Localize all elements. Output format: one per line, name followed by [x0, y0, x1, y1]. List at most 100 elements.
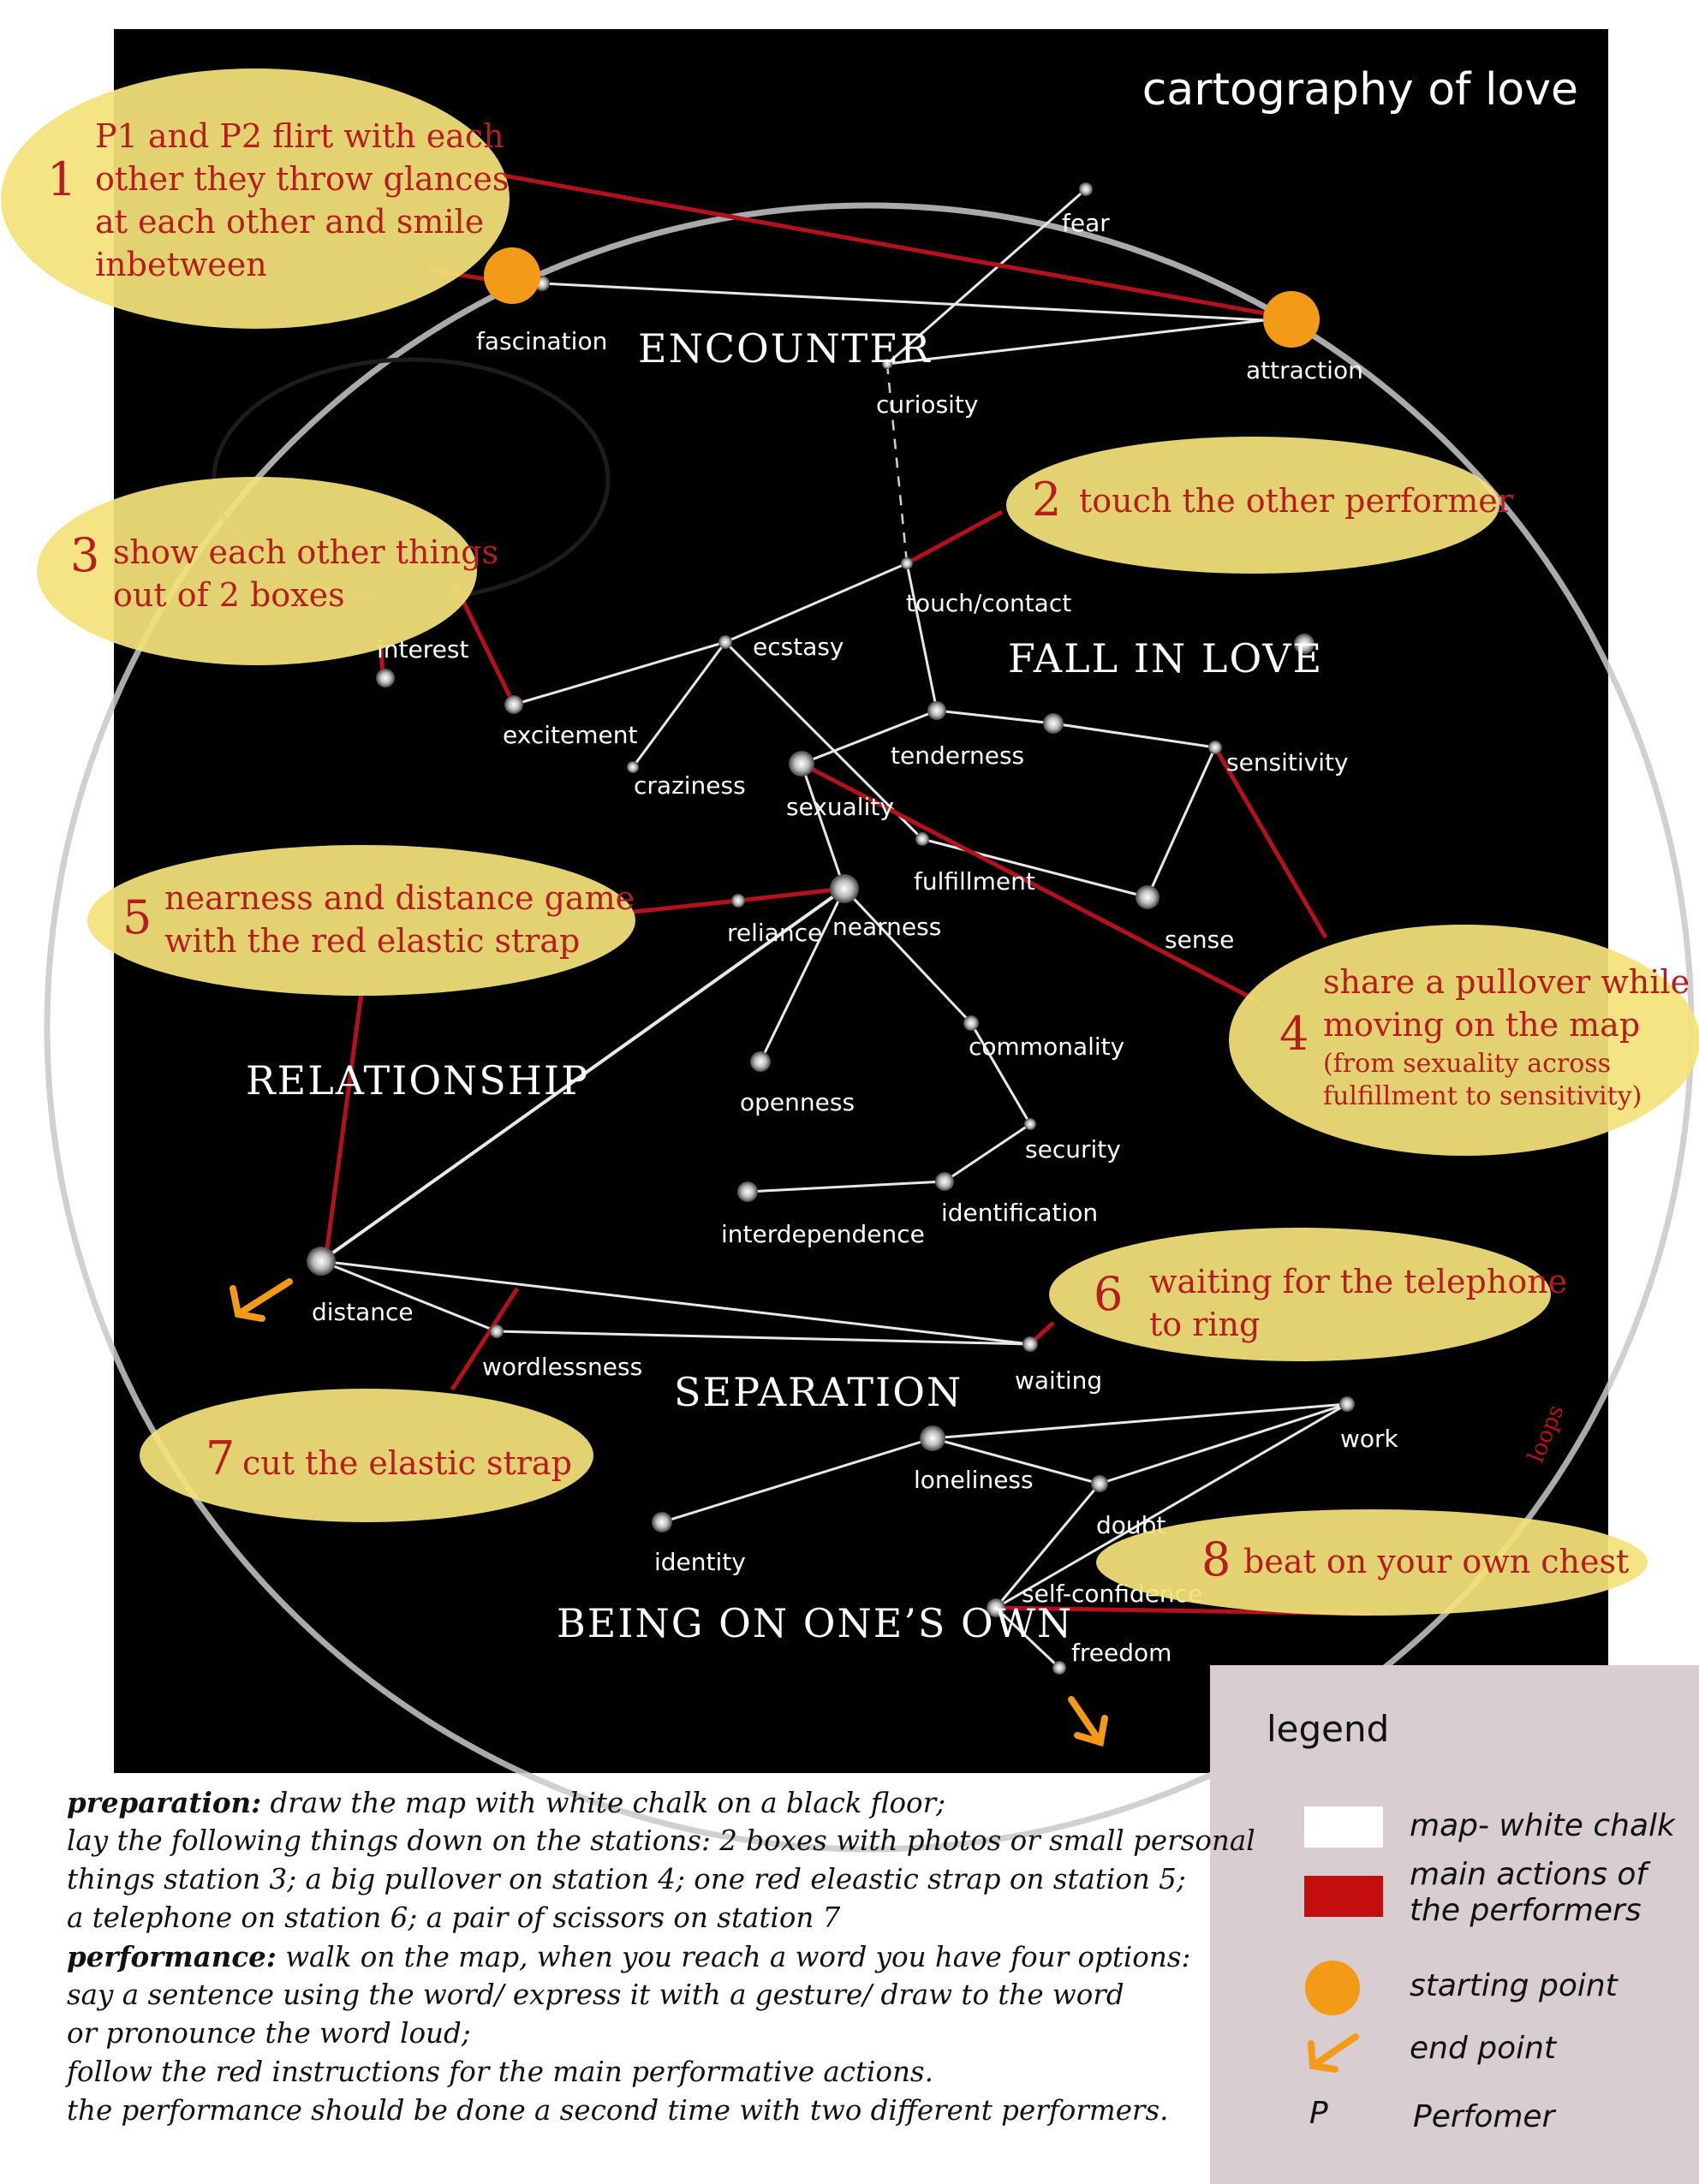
station-dot: [882, 359, 892, 369]
region-relationship: RELATIONSHIP: [246, 1057, 589, 1104]
instruction-text: walk on the map, when you reach a word y…: [276, 1941, 1191, 1973]
instruction-line: the performance should be done a second …: [67, 2094, 1169, 2127]
instruction-line: preparation: draw the map with white cha…: [67, 1783, 1197, 1822]
bubble-shape: [1229, 925, 1699, 1156]
legend-label-performer: Perfomer: [1413, 2099, 1555, 2134]
end-point-arrow-icon: [1068, 1696, 1108, 1747]
action-bubble-6: 6 waiting for the telephone to ring: [1049, 1228, 1567, 1361]
region-being-on-ones-own: BEING ON ONE’S OWN: [557, 1600, 1073, 1646]
bubble-shape: [87, 845, 635, 996]
station-dot: [731, 894, 745, 908]
action-number: 6: [1094, 1267, 1123, 1321]
action-number: 4: [1279, 1007, 1309, 1061]
legend-label-chalk: map- white chalk: [1410, 1808, 1675, 1843]
legend-label-end: end point: [1410, 2031, 1557, 2066]
bubble-shape: [140, 1389, 593, 1522]
station-label: ecstasy: [753, 633, 844, 661]
station-dot: [1052, 1661, 1066, 1675]
action-text: share a pullover while: [1323, 963, 1690, 1001]
station-label: sexuality: [786, 793, 894, 821]
station-dot: [1339, 1396, 1355, 1412]
perf-heading: performance:: [67, 1940, 277, 1973]
action-number: 1: [47, 152, 76, 206]
station-label: excitement: [503, 721, 637, 749]
station-label: openness: [740, 1088, 855, 1116]
action-bubble-7: 7 cut the elastic strap: [140, 1389, 593, 1522]
action-number: 7: [206, 1431, 235, 1485]
action-text: inbetween: [95, 246, 267, 283]
legend-swatch-action: [1304, 1876, 1383, 1917]
station-label: loneliness: [914, 1466, 1034, 1494]
station-label: waiting: [1015, 1366, 1102, 1395]
prep-heading: preparation:: [67, 1786, 262, 1819]
station-label: wordlessness: [482, 1353, 642, 1381]
station-dot: [737, 1181, 758, 1202]
station-label: sense: [1165, 925, 1234, 954]
action-bubble-3: 3 show each other things out of 2 boxes: [37, 477, 498, 665]
station-dots: [307, 182, 1355, 1675]
start-point-attraction: [1263, 291, 1320, 348]
region-encounter: ENCOUNTER: [638, 325, 932, 372]
action-number: 5: [122, 890, 152, 944]
instruction-line: say a sentence using the word/ express i…: [67, 1979, 1124, 2011]
action-number: 3: [70, 528, 99, 582]
station-label: security: [1025, 1135, 1121, 1163]
action-text: out of 2 boxes: [113, 576, 345, 614]
legend-label-start: starting point: [1410, 1968, 1618, 2003]
action-bubble-8: 8 beat on your own chest: [1096, 1509, 1648, 1616]
station-dot: [750, 1051, 771, 1072]
station-label: nearness: [832, 913, 941, 941]
action-text: P1 and P2 flirt with each: [95, 117, 504, 155]
legend-panel: legend map- white chalk main actions of …: [1210, 1665, 1699, 2184]
action-text: nearness and distance game: [164, 879, 635, 917]
station-label: identity: [654, 1548, 746, 1576]
action-bubble-2: 2 touch the other performer: [1006, 437, 1514, 574]
action-text: moving on the map: [1323, 1006, 1640, 1044]
station-label: curiosity: [876, 390, 978, 419]
legend-symbol-performer: P: [1309, 2096, 1328, 2131]
station-dot: [927, 701, 946, 720]
station-dot: [1024, 1118, 1036, 1130]
start-point-fascination: [484, 247, 540, 304]
station-dot: [1294, 634, 1314, 654]
station-dot: [490, 1324, 504, 1338]
region-fall-in-love: FALL IN LOVE: [1008, 635, 1323, 681]
instruction-line: performance: walk on the map, when you r…: [67, 1937, 1197, 1976]
station-label: freedom: [1071, 1639, 1171, 1667]
bubble-shape: [1049, 1228, 1551, 1361]
station-dot: [987, 1598, 1005, 1617]
station-dot: [920, 1425, 945, 1451]
station-dot: [627, 761, 639, 773]
legend-swatch-chalk: [1304, 1806, 1383, 1848]
station-dot: [376, 669, 395, 687]
instruction-line: lay the following things down on the sta…: [67, 1824, 1255, 1857]
legend-title: legend: [1267, 1708, 1390, 1750]
legend-label-action-2: the performers: [1410, 1893, 1642, 1928]
legend-swatch-start: [1305, 1961, 1360, 2015]
end-point-arrow-icon: [230, 1278, 293, 1322]
station-label: fear: [1062, 209, 1110, 237]
station-label: touch/contact: [906, 589, 1071, 617]
bubble-shape: [1006, 437, 1499, 574]
station-label: fascination: [476, 327, 607, 355]
station-dot: [830, 874, 859, 903]
instruction-text: draw the map with white chalk on a black…: [261, 1787, 946, 1819]
action-note: fulfillment to sensitivity): [1323, 1081, 1642, 1111]
station-label: commonality: [969, 1032, 1124, 1061]
station-label: distance: [312, 1298, 414, 1326]
instruction-line: or pronounce the word loud;: [67, 2017, 471, 2050]
station-label: attraction: [1246, 356, 1363, 384]
instruction-line: a telephone on station 6; a pair of scis…: [67, 1901, 841, 1934]
station-dot: [652, 1512, 672, 1532]
region-separation: SEPARATION: [674, 1369, 963, 1415]
action-bubble-5: 5 nearness and distance game with the re…: [87, 845, 635, 996]
station-label: reliance: [727, 919, 822, 947]
action-bubble-1: 1 P1 and P2 flirt with each other they t…: [1, 68, 510, 329]
station-dot: [789, 751, 814, 777]
station-dot: [307, 1247, 336, 1276]
action-text: cut the elastic strap: [242, 1444, 572, 1482]
bubble-shape: [37, 477, 477, 665]
action-text: waiting for the telephone: [1149, 1263, 1567, 1300]
station-dot: [1043, 713, 1064, 734]
bubble-shape: [1, 68, 510, 329]
